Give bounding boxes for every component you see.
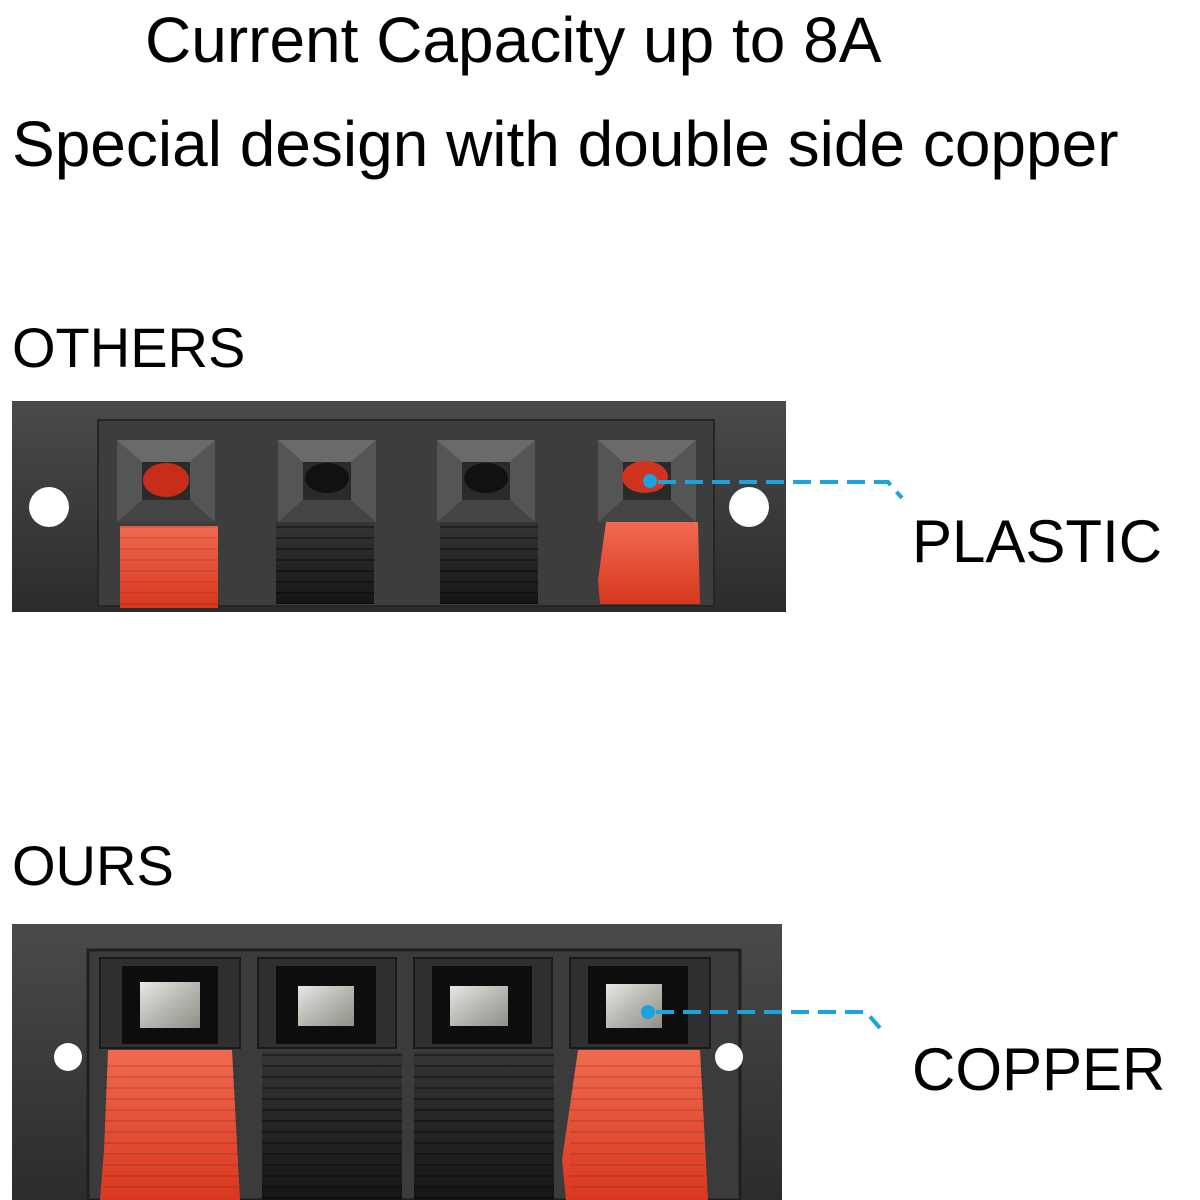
callout-label-copper: COPPER bbox=[912, 1036, 1166, 1103]
copper-contact-2 bbox=[298, 986, 354, 1026]
socket-copper-2 bbox=[257, 957, 397, 1049]
headline-capacity: Current Capacity up to 8A bbox=[145, 4, 882, 76]
socket-copper-4 bbox=[569, 957, 711, 1049]
mounting-hole-left-ours bbox=[54, 1043, 82, 1071]
callout-line-copper bbox=[641, 1005, 882, 1030]
terminal-others bbox=[12, 401, 904, 612]
mounting-hole-right bbox=[729, 487, 769, 527]
copper-contact-3 bbox=[450, 986, 508, 1026]
headline-design: Special design with double side copper bbox=[12, 108, 1119, 180]
copper-contact-4 bbox=[606, 984, 662, 1028]
lever-red-4 bbox=[598, 522, 700, 604]
socket-black-3 bbox=[437, 440, 535, 522]
mounting-hole-left bbox=[29, 487, 69, 527]
terminal-ours bbox=[12, 924, 882, 1200]
socket-black-2 bbox=[278, 440, 376, 522]
callout-line-plastic bbox=[643, 474, 904, 500]
callout-label-plastic: PLASTIC bbox=[912, 508, 1163, 575]
mounting-hole-right-ours bbox=[715, 1043, 743, 1071]
socket-copper-1 bbox=[99, 957, 241, 1049]
section-label-ours: OURS bbox=[12, 834, 174, 897]
socket-red-1 bbox=[117, 440, 215, 522]
socket-copper-3 bbox=[413, 957, 553, 1049]
section-label-others: OTHERS bbox=[12, 316, 246, 379]
copper-contact-1 bbox=[140, 982, 200, 1028]
